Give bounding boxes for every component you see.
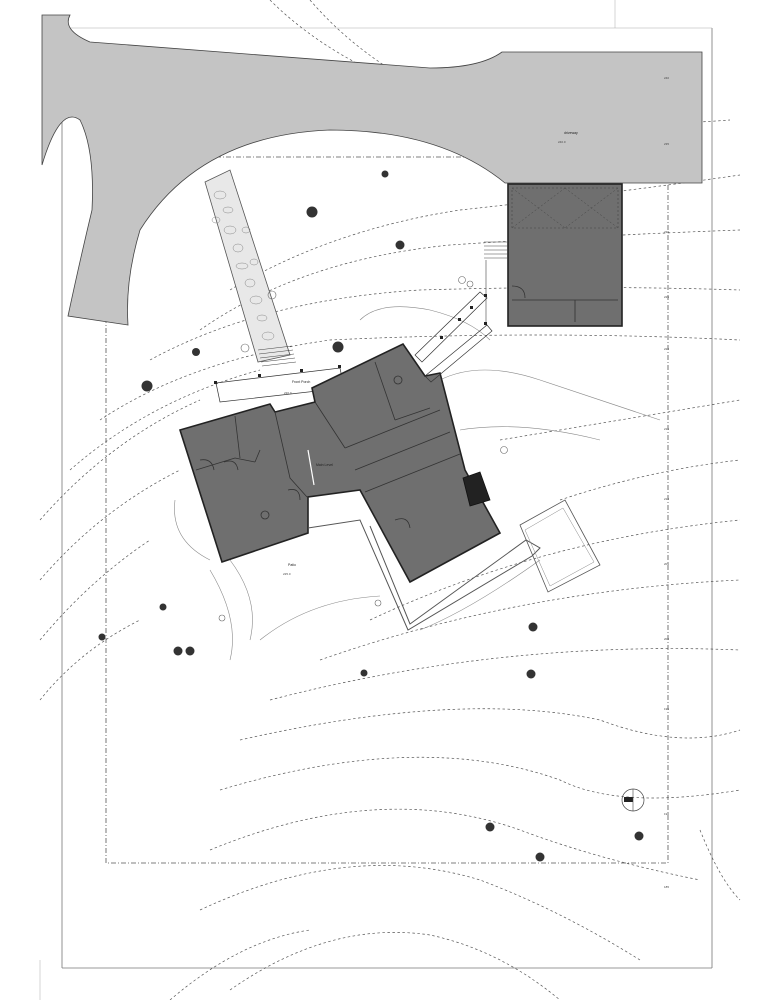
tree-icon [192, 348, 200, 356]
tree-icon [159, 603, 167, 611]
porch-posts [214, 294, 487, 384]
tree-icon [634, 831, 644, 841]
tree-icon [535, 852, 545, 862]
stone-pattern [211, 190, 275, 341]
svg-text:200: 200 [664, 637, 669, 641]
garage [507, 183, 623, 327]
driveway-elevation: 240.0 [558, 140, 566, 144]
driveway-label: driveway [564, 131, 578, 135]
contour-lines [39, 0, 741, 1000]
driveway [41, 14, 703, 326]
tree-icon [98, 633, 106, 641]
chimney [462, 471, 491, 507]
property-boundary [105, 156, 669, 864]
svg-text:195: 195 [664, 707, 669, 711]
svg-text:240: 240 [664, 76, 669, 80]
porch-elevation: 230.0 [284, 391, 292, 395]
patio-label: Patio [288, 563, 296, 567]
tree-icon [485, 822, 495, 832]
main-house [178, 342, 502, 584]
breezeway-lower [424, 324, 493, 383]
grade-lines [174, 306, 661, 661]
shrubs [218, 276, 508, 622]
garage-stairs [484, 241, 508, 326]
north-arrow-icon [621, 788, 645, 812]
stone-path [204, 169, 291, 363]
main-level-label: Main Level [316, 463, 333, 467]
svg-text:225: 225 [664, 295, 669, 299]
tree-icon [306, 206, 318, 218]
front-porch-label: Front Porch [292, 380, 310, 384]
breezeway [414, 291, 488, 363]
patio-elevation: 225.0 [283, 572, 291, 576]
frame-lines [39, 0, 713, 1000]
tree-icon [332, 341, 344, 353]
patio-wall [307, 519, 541, 631]
tree-icon [381, 170, 389, 178]
tree-icon [185, 646, 195, 656]
svg-text:215: 215 [664, 427, 669, 431]
tree-icon [526, 669, 536, 679]
tree-icon [360, 669, 368, 677]
svg-text:220: 220 [664, 347, 669, 351]
svg-text:210: 210 [664, 497, 669, 501]
svg-text:190: 190 [664, 812, 669, 816]
tree-icon [173, 646, 183, 656]
screened-porch [519, 499, 601, 593]
tree-icon [528, 622, 538, 632]
edge-ticks: 240 235 230 225 220 215 210 205 200 195 … [664, 76, 669, 889]
trees [98, 170, 644, 862]
svg-text:205: 205 [664, 562, 669, 566]
porch-steps [257, 345, 297, 367]
tree-icon [395, 240, 405, 250]
svg-text:235: 235 [664, 142, 669, 146]
tree-icon [141, 380, 153, 392]
svg-text:185: 185 [664, 885, 669, 889]
svg-text:230: 230 [664, 230, 669, 234]
